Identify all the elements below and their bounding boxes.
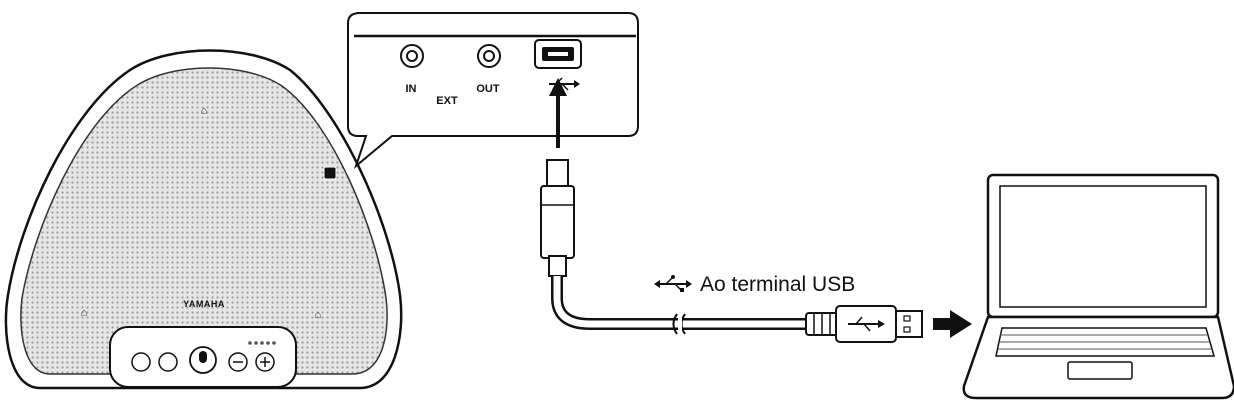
mic-marker-left: ⌂ xyxy=(81,307,88,319)
mic-marker-top: ⌂ xyxy=(201,105,208,117)
usb-caption-icon xyxy=(654,275,692,292)
micro-usb-plug xyxy=(540,159,575,277)
mic-marker-right: ⌂ xyxy=(315,309,322,321)
speakerphone: ⌂ ⌂ ⌂ YAMAHA xyxy=(4,49,403,390)
usb-cable: Ao terminal USB xyxy=(540,78,972,343)
mic-icon xyxy=(199,351,207,363)
speaker-grille xyxy=(20,67,388,375)
usb-logo-icon xyxy=(848,316,885,332)
bluetooth-button[interactable] xyxy=(131,352,151,372)
laptop-touchpad xyxy=(1067,361,1133,380)
port-panel-callout: IN OUT EXT xyxy=(347,12,639,170)
port-indicator xyxy=(323,166,337,180)
laptop-icon xyxy=(962,173,1234,400)
ext-label: EXT xyxy=(436,95,458,107)
keyboard-keys xyxy=(998,334,1212,350)
brand-logo: YAMAHA xyxy=(183,299,225,309)
in-label: IN xyxy=(406,83,417,95)
connect-arrow xyxy=(933,310,972,338)
out-label: OUT xyxy=(476,83,500,95)
control-panel xyxy=(109,326,297,388)
volume-led-indicators xyxy=(248,341,276,345)
call-button[interactable] xyxy=(158,352,178,372)
usb-a-plug xyxy=(805,305,923,343)
laptop-screen xyxy=(999,185,1207,308)
usb-terminal-caption: Ao terminal USB xyxy=(700,273,855,296)
